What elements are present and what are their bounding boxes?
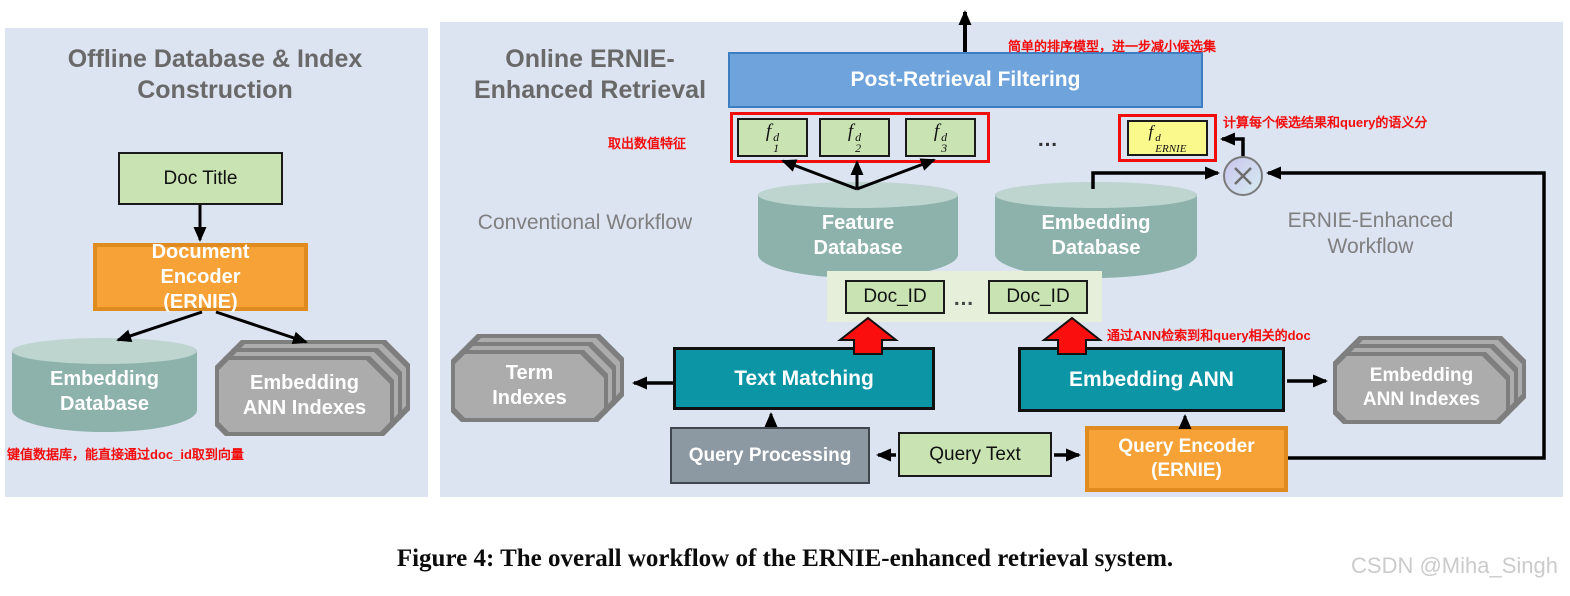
embedding-database-text-left: Embedding Database — [50, 368, 159, 415]
embedding-ann-indexes-text-left: Embedding ANN Indexes — [242, 372, 367, 419]
embedding-ann-indexes-label-left: Embedding ANN Indexes — [215, 356, 394, 436]
doc-id-label-right: Doc_ID — [1006, 286, 1070, 307]
embedding-ann-indexes-stack-left: Embedding ANN Indexes — [215, 340, 410, 436]
document-encoder-label: Document Encoder (ERNIE) — [151, 240, 250, 313]
conventional-workflow-label: Conventional Workflow — [477, 211, 693, 234]
feature-database-cylinder — [758, 182, 958, 278]
embedding-ann-indexes-text-right: Embedding ANN Indexes — [1362, 365, 1481, 410]
embedding-ann-indexes-label-right: Embedding ANN Indexes — [1333, 352, 1510, 424]
annotation-ranking-model: 简单的排序模型，进一步减小候选集 — [1008, 39, 1217, 54]
text-matching-box: Text Matching — [673, 347, 935, 410]
term-indexes-label: Term Indexes — [451, 350, 608, 422]
feature-database-text: Feature Database — [813, 212, 903, 259]
doc-id-ellipsis: … — [953, 287, 974, 310]
query-encoder-box: Query Encoder (ERNIE) — [1085, 426, 1288, 492]
embedding-database-label-left: Embedding Database — [12, 352, 197, 432]
query-text-label: Query Text — [929, 443, 1021, 465]
text-matching-label: Text Matching — [734, 366, 874, 390]
doc-id-box-left: Doc_ID — [845, 280, 945, 314]
embedding-database-text-right: Embedding Database — [1041, 212, 1151, 259]
doc-id-label-left: Doc_ID — [863, 286, 927, 307]
doc-title-label: Doc Title — [163, 167, 238, 189]
annotation-extract-features: 取出数值特征 — [608, 136, 687, 151]
query-encoder-label: Query Encoder (ERNIE) — [1118, 436, 1255, 481]
stack-plate-front — [215, 356, 394, 436]
post-retrieval-filtering-box: Post-Retrieval Filtering — [728, 52, 1203, 108]
embedding-ann-box: Embedding ANN — [1018, 347, 1285, 412]
stack-plate-front — [451, 350, 608, 422]
features-ellipsis: … — [1037, 128, 1058, 151]
term-indexes-text: Term Indexes — [492, 362, 567, 409]
annotation-ann-retrieval: 通过ANN检索到和query相关的doc — [1107, 328, 1311, 343]
annotation-semantic-score: 计算每个候选结果和query的语义分 — [1223, 115, 1428, 130]
embedding-ann-indexes-stack-right: Embedding ANN Indexes — [1333, 336, 1526, 424]
embedding-ann-label: Embedding ANN — [1069, 367, 1234, 391]
embedding-database-cylinder-left — [12, 338, 197, 432]
offline-panel-title: Offline Database & Index Construction — [67, 45, 363, 104]
doc-title-box: Doc Title — [118, 152, 283, 205]
doc-id-box-right: Doc_ID — [988, 280, 1088, 314]
feature-database-label: Feature Database — [758, 196, 958, 276]
query-processing-box: Query Processing — [670, 427, 870, 484]
features-highlight-rect — [730, 112, 990, 163]
csdn-watermark: CSDN @Miha_Singh — [1351, 553, 1558, 578]
annotation-keyvalue-database: 键值数据库，能直接通过doc_id取到向量 — [7, 447, 244, 462]
f-ernie-highlight-rect — [1118, 114, 1217, 162]
ernie-enhanced-workflow-label: ERNIE-Enhanced Workflow — [1287, 209, 1454, 259]
query-processing-label: Query Processing — [688, 444, 852, 466]
term-indexes-stack: Term Indexes — [451, 334, 624, 422]
query-text-box: Query Text — [898, 432, 1052, 477]
figure-caption: Figure 4: The overall workflow of the ER… — [396, 545, 1174, 572]
document-encoder-box: Document Encoder (ERNIE) — [93, 241, 308, 313]
online-panel-title: Online ERNIE-Enhanced Retrieval — [473, 45, 707, 104]
embedding-database-label-right: Embedding Database — [995, 196, 1197, 276]
post-retrieval-filtering-label: Post-Retrieval Filtering — [850, 68, 1081, 91]
